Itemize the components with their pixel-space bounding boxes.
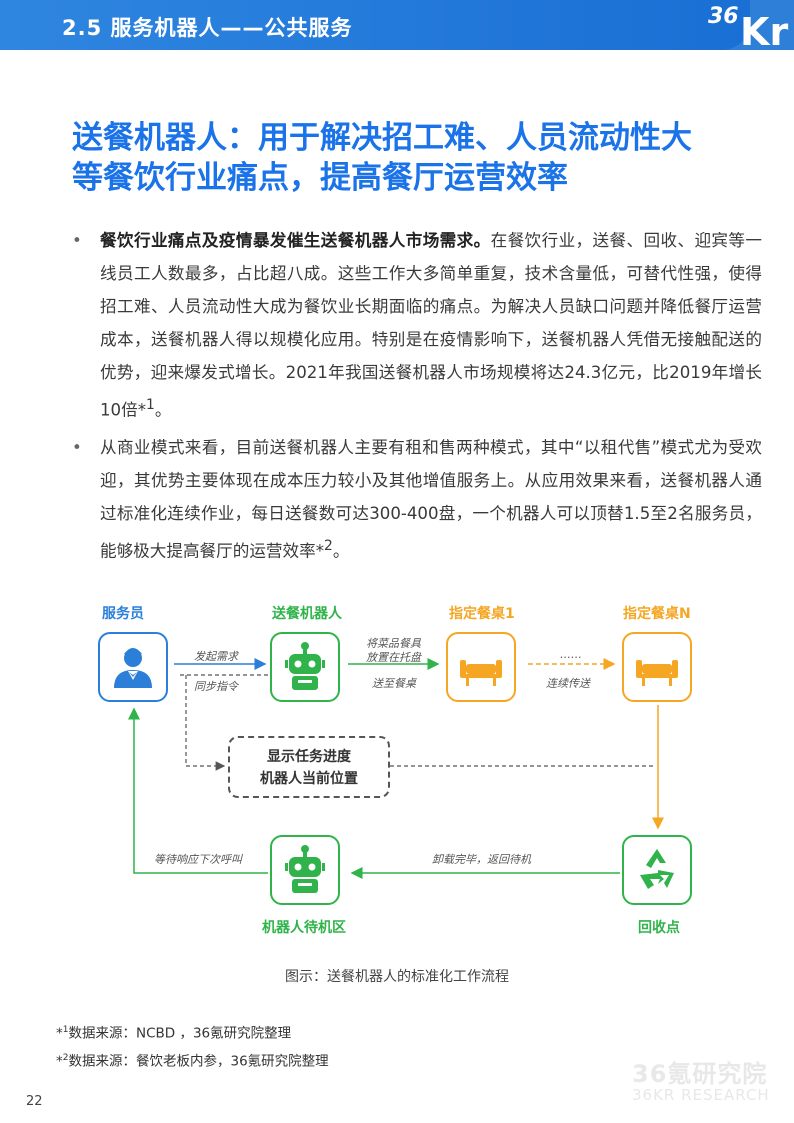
bullet-dot-icon: • — [72, 437, 82, 457]
recycle-icon — [640, 849, 674, 889]
headline-line-1: 送餐机器人：用于解决招工难、人员流动性大 — [72, 120, 692, 156]
dining-table-icon — [460, 660, 502, 686]
node-label-table1: 指定餐桌1 — [449, 606, 515, 622]
footnote-text: 数据来源：餐饮老板内参，36氪研究院整理 — [68, 1053, 329, 1069]
page-headline: 送餐机器人：用于解决招工难、人员流动性大 等餐饮行业痛点，提高餐厅运营效率 — [72, 118, 752, 198]
robot-icon — [285, 845, 325, 893]
workflow-diagram: 服务员 送餐机器人 指定餐桌1 指定餐桌N 机器人待机区 回收点 — [90, 595, 730, 955]
bullet-text: 在餐饮行业，送餐、回收、迎宾等一线员工人数最多，占比超八成。这些工作大多简单重复… — [100, 231, 762, 420]
standby-node — [270, 835, 340, 905]
bullet-list: • 餐饮行业痛点及疫情暴发催生送餐机器人市场需求。在餐饮行业，送餐、回收、迎宾等… — [72, 224, 762, 571]
header: 2.5 服务机器人——公共服务 36 Kr — [0, 0, 794, 56]
footnote-number: 2 — [62, 1052, 69, 1063]
status-line-1: 显示任务进度 — [267, 749, 351, 765]
watermark-en: 36KR RESEARCH — [632, 1086, 770, 1104]
section-title: 2.5 服务机器人——公共服务 — [62, 16, 353, 40]
footnote-text: 数据来源：NCBD ，36氪研究院整理 — [68, 1025, 292, 1042]
header-tab — [0, 0, 750, 50]
edge-label-sync: 同步指令 — [194, 680, 238, 693]
node-label-tablen: 指定餐桌N — [623, 606, 691, 622]
node-label-recycle: 回收点 — [638, 920, 680, 936]
recycle-node — [622, 835, 692, 905]
edge-label-dots: …… — [560, 648, 582, 661]
node-label-robot: 送餐机器人 — [272, 606, 342, 622]
bullet-end: 。 — [332, 541, 350, 561]
bullet-bold-lead: 餐饮行业痛点及疫情暴发催生送餐机器人市场需求。 — [100, 231, 491, 250]
edge-label-place-2: 放置在托盘 — [366, 651, 421, 664]
edge-label-deliver: 送至餐桌 — [372, 677, 416, 690]
edge-label-continuous: 连续传送 — [546, 677, 590, 690]
bullet-text: 从商业模式来看，目前送餐机器人主要有租和售两种模式，其中“以租代售”模式尤为受欢… — [100, 437, 762, 561]
footnote-ref: 2 — [324, 537, 333, 554]
table1-node — [446, 632, 516, 702]
edge-label-unload: 卸载完毕，返回待机 — [432, 853, 531, 866]
36kr-logo: 36 Kr — [708, 0, 794, 56]
status-line-2: 机器人当前位置 — [260, 771, 358, 787]
edge-label-request: 发起需求 — [194, 650, 238, 663]
footnote-number: 1 — [62, 1025, 69, 1035]
robot-node — [270, 632, 340, 702]
dining-table-icon — [636, 660, 678, 686]
waiter-icon — [114, 648, 152, 688]
bullet-item: • 从商业模式来看，目前送餐机器人主要有租和售两种模式，其中“以租代售”模式尤为… — [72, 431, 762, 568]
waiter-node — [98, 632, 168, 702]
figure-caption: 图示：送餐机器人的标准化工作流程 — [285, 969, 509, 985]
bullet-dot-icon: • — [72, 231, 82, 250]
page-number: 22 — [26, 1094, 43, 1109]
edge-label-wait: 等待响应下次呼叫 — [154, 853, 242, 866]
bullet-item: • 餐饮行业痛点及疫情暴发催生送餐机器人市场需求。在餐饮行业，送餐、回收、迎宾等… — [72, 224, 762, 427]
arrow-wait — [128, 707, 268, 874]
logo-letters: Kr — [740, 10, 789, 54]
logo-number: 36 — [708, 4, 739, 29]
node-label-standby: 机器人待机区 — [262, 920, 346, 936]
status-box: 显示任务进度 机器人当前位置 — [228, 736, 390, 798]
footnote-ref: 1 — [146, 397, 155, 413]
headline-line-2: 等餐饮行业痛点，提高餐厅运营效率 — [72, 160, 568, 196]
workflow-connectors — [128, 658, 664, 879]
footnote: *1数据来源：NCBD ，36氪研究院整理 — [56, 1025, 292, 1042]
node-label-waiter: 服务员 — [102, 606, 144, 622]
footnote: *2数据来源：餐饮老板内参，36氪研究院整理 — [56, 1052, 329, 1070]
watermark-cn: 36氪研究院 — [632, 1060, 768, 1088]
edge-label-place-1: 将菜品餐具 — [366, 637, 421, 650]
footnotes: *1数据来源：NCBD ，36氪研究院整理 *2数据来源：餐饮老板内参，36氪研… — [56, 1018, 329, 1073]
arrow-status-in — [185, 675, 226, 771]
robot-icon — [285, 642, 325, 690]
tablen-node — [622, 632, 692, 702]
bullet-end: 。 — [154, 400, 172, 420]
